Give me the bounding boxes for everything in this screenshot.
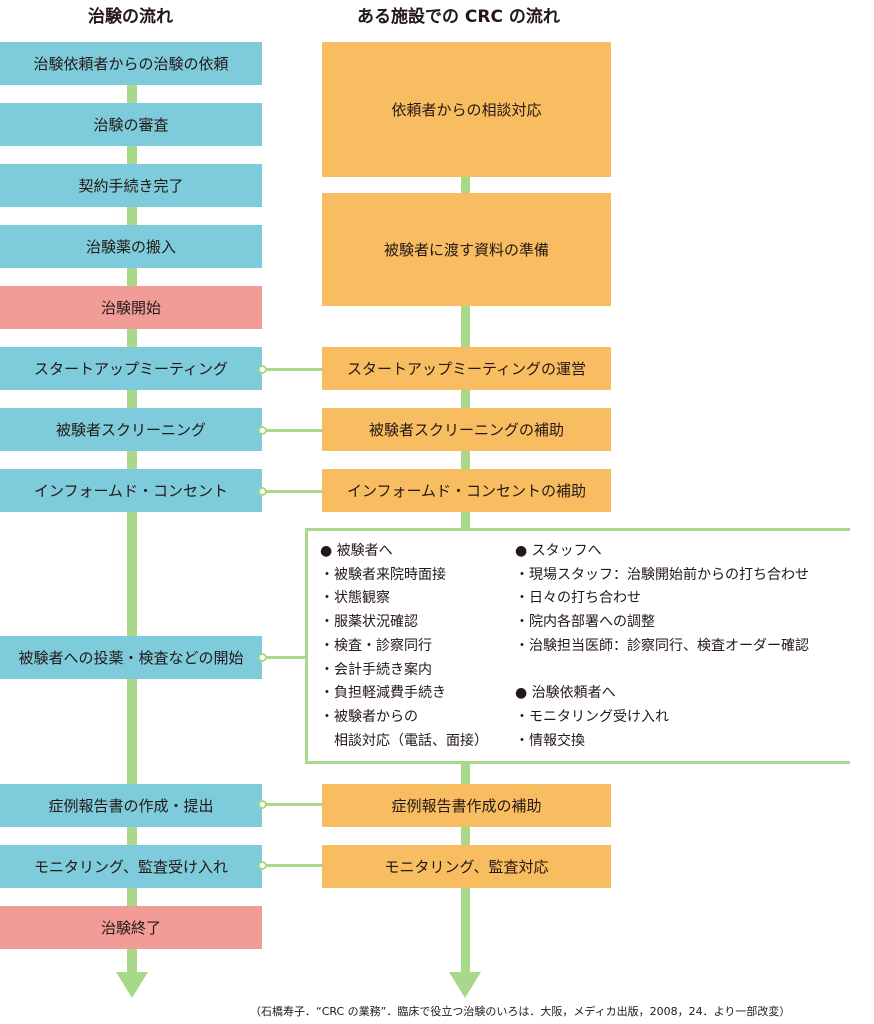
detail-item: ・院内各部署への調整 xyxy=(515,614,655,631)
right-step-report-support: 症例報告書作成の補助 xyxy=(322,784,611,827)
connector-monitoring xyxy=(262,864,322,867)
connector-screening xyxy=(262,429,322,432)
connector-consent xyxy=(262,490,322,493)
detail-heading-subjects: ● 被験者へ xyxy=(320,543,393,559)
connector-dot xyxy=(258,365,267,374)
detail-item: ・状態観察 xyxy=(320,590,390,607)
detail-item: ・モニタリング受け入れ xyxy=(515,708,669,725)
right-step-startup-operation: スタートアップミーティングの運営 xyxy=(322,347,611,390)
detail-heading-sponsor: ● 治験依頼者へ xyxy=(515,685,616,702)
right-column-title: ある施設での CRC の流れ xyxy=(357,7,560,27)
detail-heading-staff: ● スタッフへ xyxy=(515,543,602,559)
left-step-screening: 被験者スクリーニング xyxy=(0,408,262,451)
detail-item: 相談対応（電話、面接） xyxy=(320,732,488,749)
left-step-request: 治験依頼者からの治験の依頼 xyxy=(0,42,262,85)
left-step-contract: 契約手続き完了 xyxy=(0,164,262,207)
left-column-title: 治験の流れ xyxy=(88,7,173,27)
left-flow-arrow xyxy=(116,972,148,998)
left-step-drug-delivery: 治験薬の搬入 xyxy=(0,225,262,268)
right-step-monitoring-response: モニタリング、監査対応 xyxy=(322,845,611,888)
detail-item: ・治験担当医師：診察同行、検査オーダー確認 xyxy=(515,637,809,654)
right-step-consultation: 依頼者からの相談対応 xyxy=(322,42,611,177)
connector-dot xyxy=(258,426,267,435)
detail-item: ・負担軽減費手続き xyxy=(320,685,446,702)
detail-subject-list: ● 被験者へ ・被験者来院時面接 ・状態観察 ・服薬状況確認 ・検査・診察同行 … xyxy=(320,540,488,753)
detail-spacer xyxy=(515,659,809,683)
source-citation: （石橋寿子．“CRC の業務”．臨床で役立つ治験のいろは．大阪，メディカ出版，2… xyxy=(250,1005,791,1018)
detail-item: ・服薬状況確認 xyxy=(320,614,418,631)
right-flow-arrow xyxy=(449,972,481,998)
left-step-trial-start: 治験開始 xyxy=(0,286,262,329)
connector-dot xyxy=(258,861,267,870)
detail-item: ・日々の打ち合わせ xyxy=(515,590,641,607)
left-flow-line xyxy=(127,84,137,974)
detail-bracket xyxy=(305,528,850,764)
right-step-materials: 被験者に渡す資料の準備 xyxy=(322,193,611,306)
detail-staff-sponsor-list: ● スタッフへ ・現場スタッフ：治験開始前からの打ち合わせ ・日々の打ち合わせ … xyxy=(515,540,809,753)
left-step-monitoring: モニタリング、監査受け入れ xyxy=(0,845,262,888)
left-step-informed-consent: インフォームド・コンセント xyxy=(0,469,262,512)
connector-dosing xyxy=(262,656,308,659)
right-step-consent-support: インフォームド・コンセントの補助 xyxy=(322,469,611,512)
detail-item: ・被験者来院時面接 xyxy=(320,566,446,583)
detail-item: ・検査・診察同行 xyxy=(320,637,432,654)
connector-startup xyxy=(262,368,322,371)
connector-dot xyxy=(258,487,267,496)
connector-dot xyxy=(258,653,267,662)
detail-item: ・会計手続き案内 xyxy=(320,661,432,678)
left-step-startup-meeting: スタートアップミーティング xyxy=(0,347,262,390)
right-step-screening-support: 被験者スクリーニングの補助 xyxy=(322,408,611,451)
connector-report xyxy=(262,803,322,806)
connector-dot xyxy=(258,800,267,809)
left-step-case-report: 症例報告書の作成・提出 xyxy=(0,784,262,827)
detail-item: ・被験者からの xyxy=(320,708,418,725)
left-step-review: 治験の審査 xyxy=(0,103,262,146)
detail-item: ・現場スタッフ：治験開始前からの打ち合わせ xyxy=(515,566,809,583)
left-step-dosing-start: 被験者への投薬・検査などの開始 xyxy=(0,636,262,679)
detail-item: ・情報交換 xyxy=(515,732,585,749)
left-step-trial-end: 治験終了 xyxy=(0,906,262,949)
